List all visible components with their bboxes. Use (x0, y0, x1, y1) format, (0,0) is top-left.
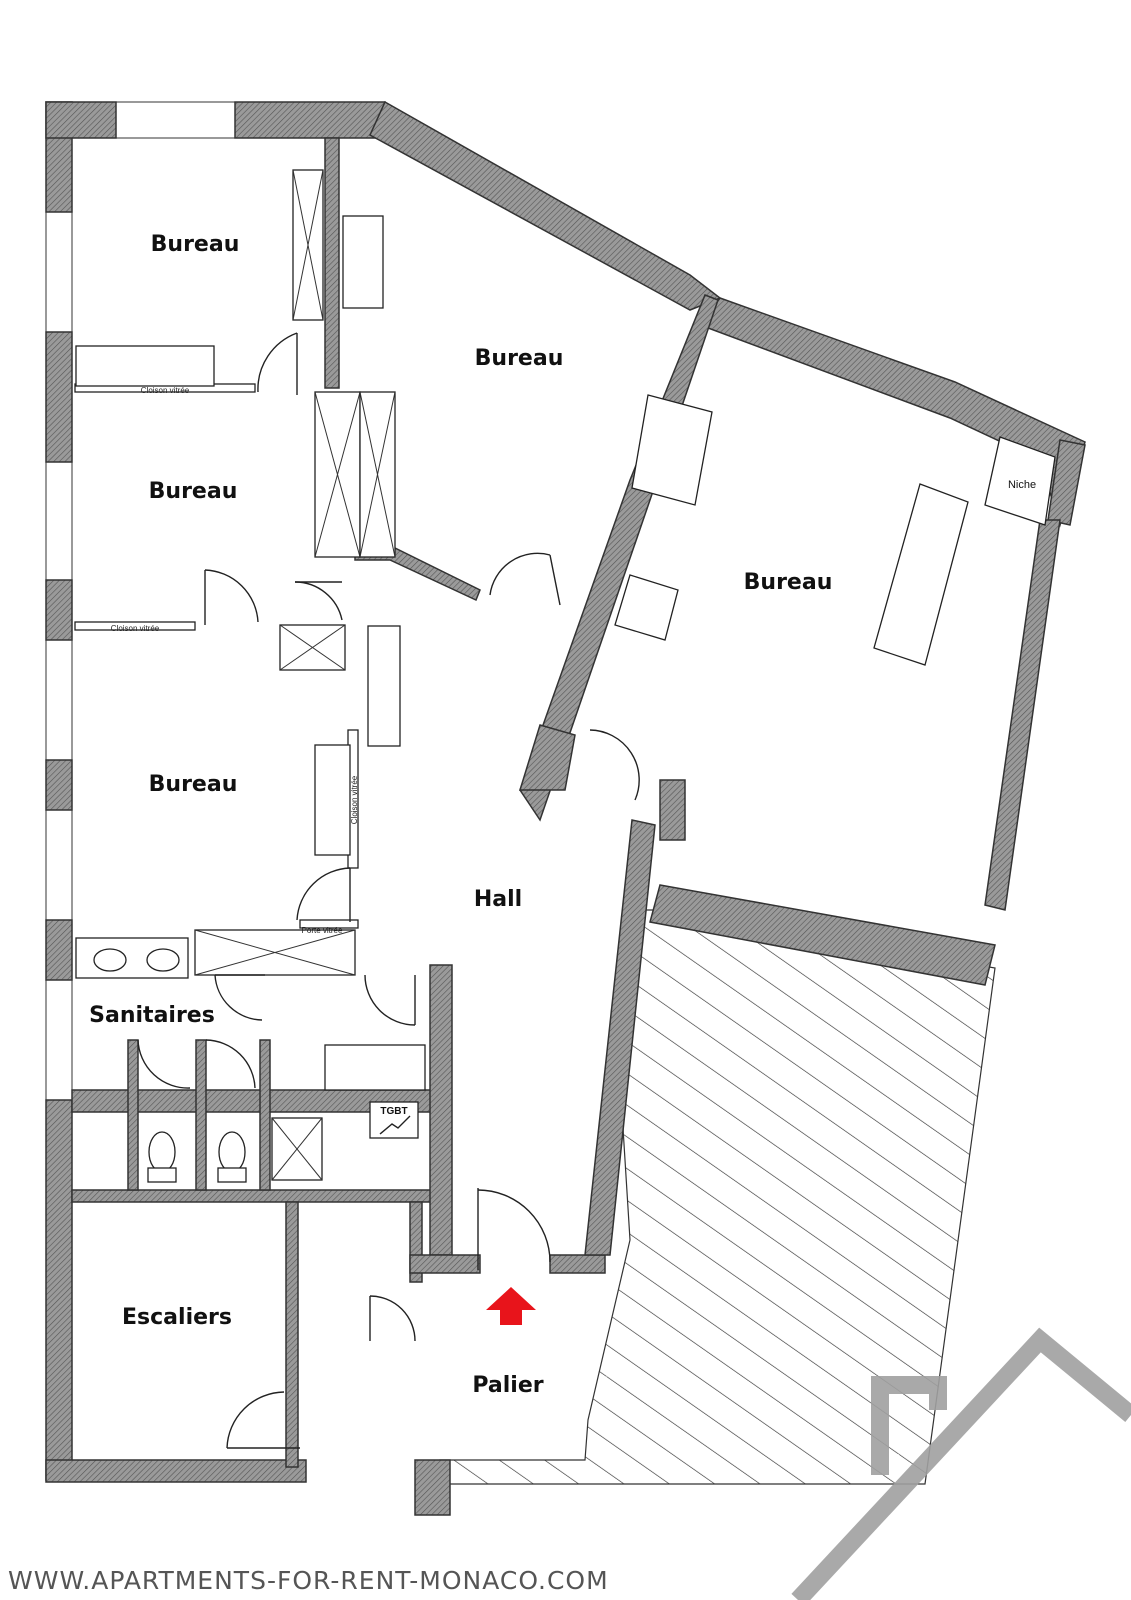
cloison-vitree-label-3: Cloison vitrée (350, 775, 359, 824)
niche-box (984, 436, 1056, 526)
room-label-escaliers: Escaliers (122, 1305, 232, 1330)
glass-partitions (74, 383, 359, 929)
left-windows (45, 101, 236, 1101)
room-label-palier: Palier (472, 1373, 543, 1398)
tgbt-label: TGBT (380, 1106, 407, 1117)
room-label-bureau-1: Bureau (151, 232, 240, 257)
room-label-bureau-4: Bureau (744, 570, 833, 595)
porte-vitree-label: Porte vitrée (302, 926, 343, 935)
room-label-bureau-3: Bureau (149, 479, 238, 504)
tgbt-box (369, 1101, 419, 1139)
room-label-bureau-2: Bureau (475, 346, 564, 371)
website-watermark: WWW.APARTMENTS-FOR-RENT-MONACO.COM (8, 1566, 609, 1595)
house-logo-icon (791, 1327, 1131, 1600)
niche-label: Niche (1008, 479, 1036, 491)
room-label-sanitaires: Sanitaires (89, 1003, 215, 1028)
cloison-vitree-label-1: Cloison vitrée (141, 386, 190, 395)
room-label-hall: Hall (474, 887, 522, 912)
entrance-arrow-icon (486, 1287, 536, 1325)
sanitary-fixtures (75, 937, 271, 1191)
exterior-walls (45, 100, 1086, 1516)
closets (75, 169, 969, 1181)
cloison-vitree-label-2: Cloison vitrée (111, 624, 160, 633)
room-label-bureau-5: Bureau (149, 772, 238, 797)
doors (137, 332, 640, 1449)
